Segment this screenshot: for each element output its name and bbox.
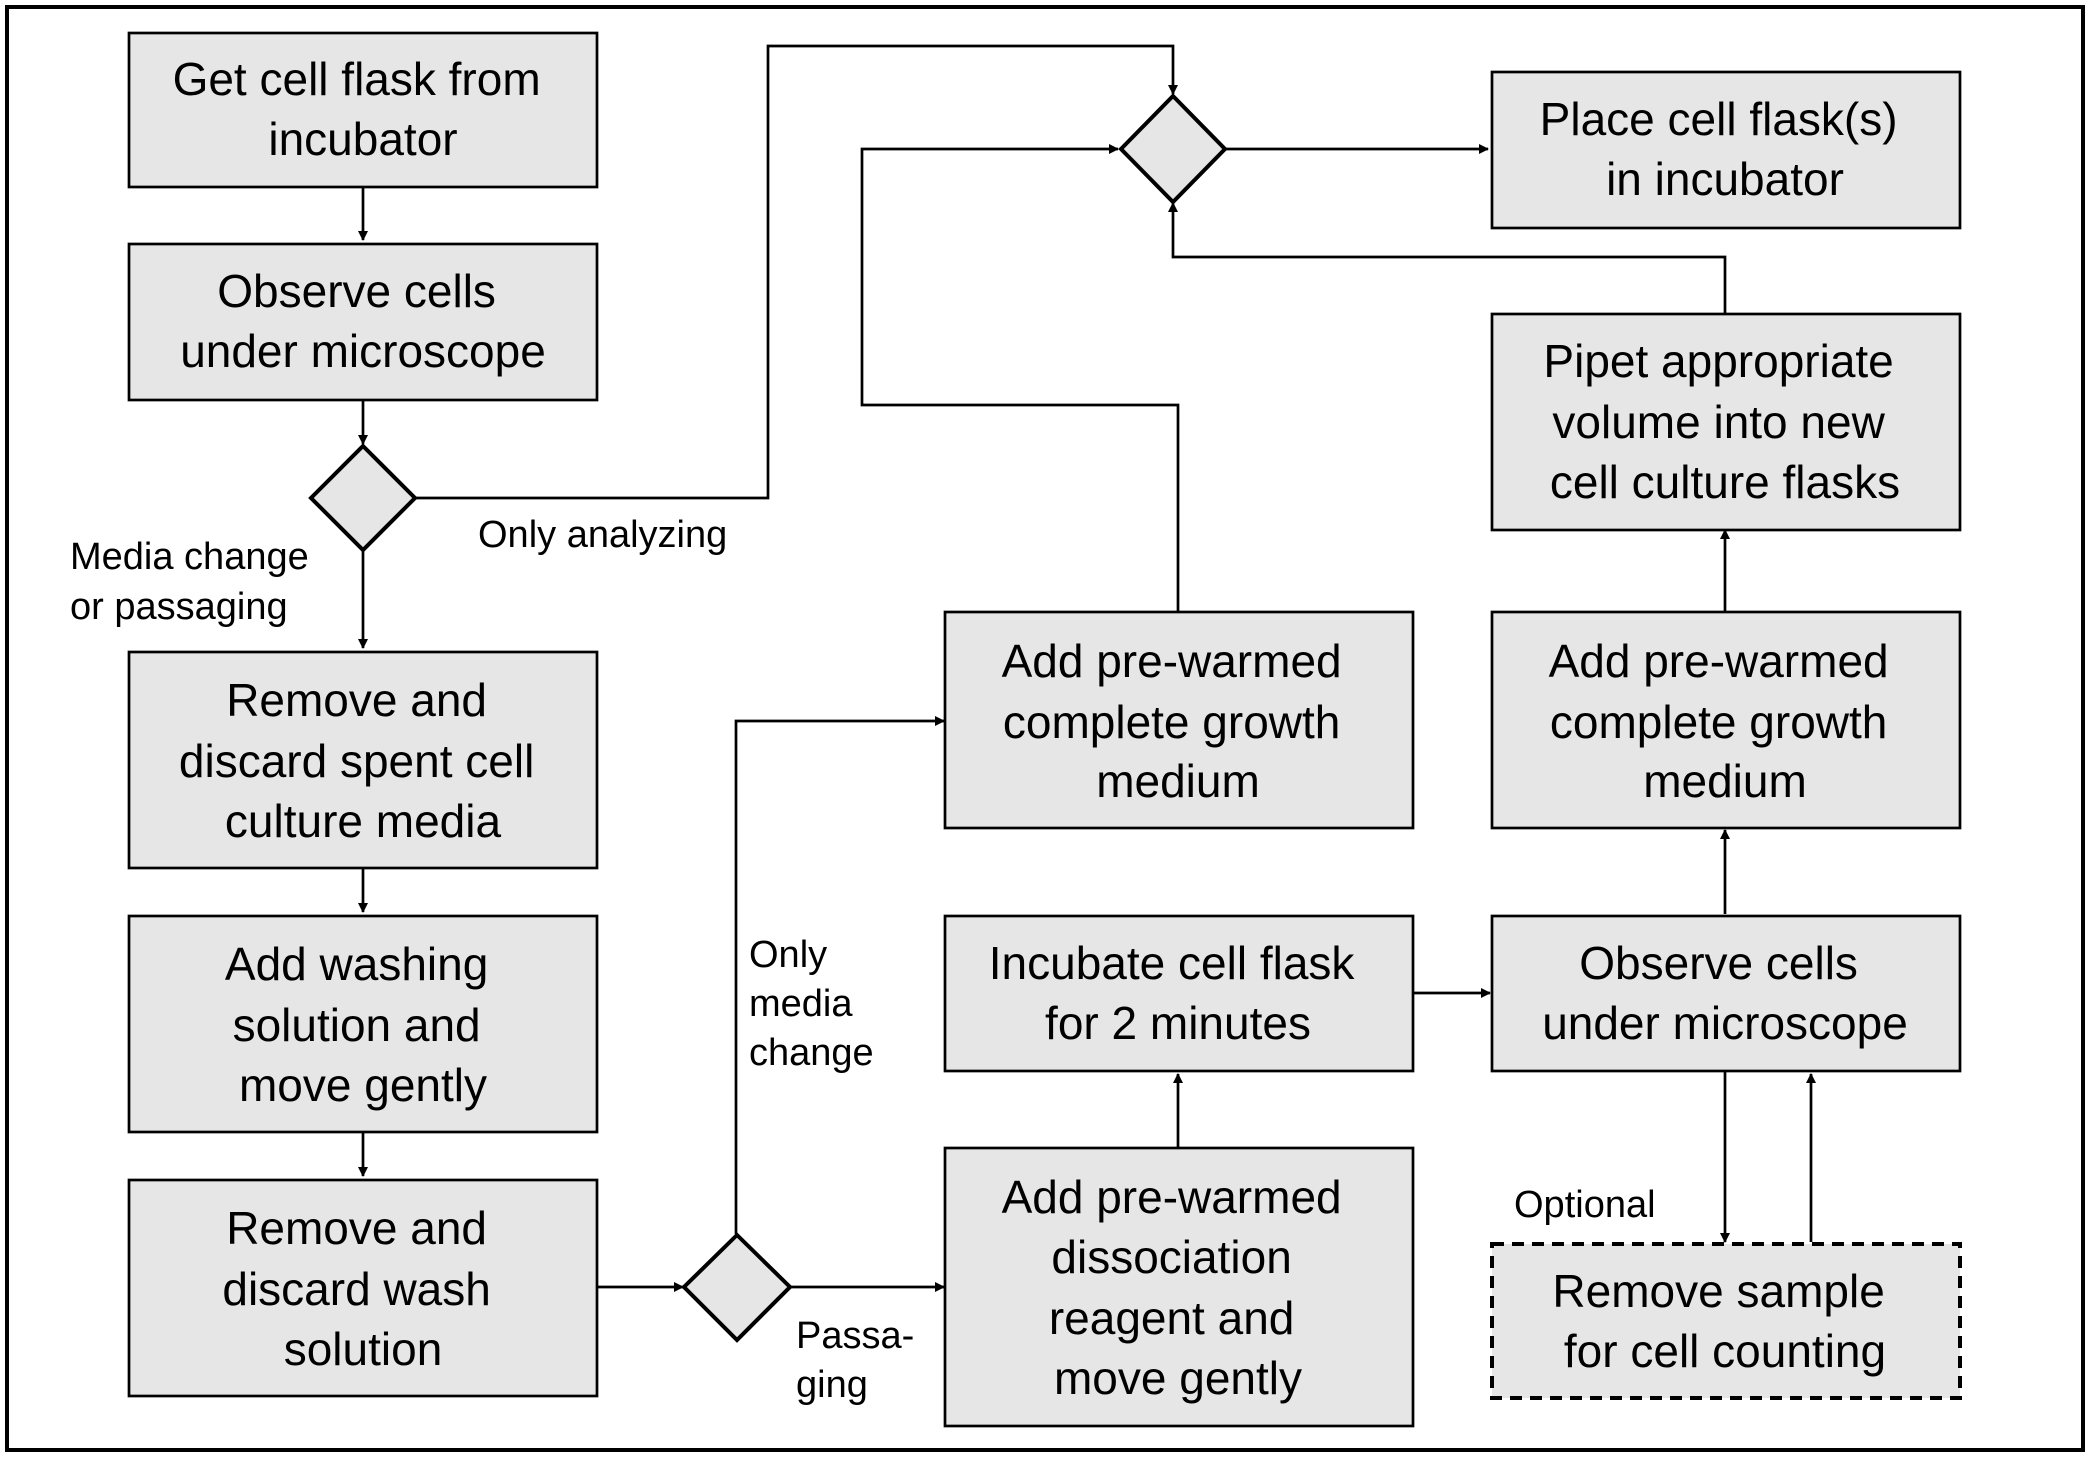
- edges: [358, 44, 1816, 1292]
- node-pipet: Pipet appropriate volume into new cell c…: [1490, 312, 1962, 532]
- node-add-dissociation: Add pre-warmed dissociation reagent and …: [943, 1146, 1415, 1428]
- node-add-washing-text: Add washing solution and move gently: [225, 938, 501, 1111]
- node-remove-wash: Remove and discard wash solution: [127, 1178, 599, 1398]
- edge-decision1-to-decision2: [415, 44, 1178, 500]
- node-add-growth-medium-2: Add pre-warmed complete growth medium: [1490, 610, 1962, 830]
- edge-pipet-to-decision2: [1168, 202, 1727, 314]
- label-passaging: Passa- ging: [796, 1315, 925, 1406]
- node-remove-sample-text: Remove sample for cell counting: [1552, 1265, 1897, 1377]
- decision-analyze-or-change: [308, 443, 418, 553]
- node-observe-cells-1: Observe cells under microscope: [127, 242, 599, 402]
- node-add-growth-medium-2-text: Add pre-warmed complete growth medium: [1549, 635, 1902, 807]
- node-place-flask-text: Place cell flask(s) in incubator: [1540, 93, 1911, 205]
- node-remove-media-text: Remove and discard spent cell culture me…: [179, 674, 547, 847]
- node-remove-media: Remove and discard spent cell culture me…: [127, 650, 599, 870]
- edge-decision3-to-add-growth1: [734, 716, 945, 1234]
- decision-merge-to-incubator: [1118, 93, 1228, 205]
- node-pipet-text: Pipet appropriate volume into new cell c…: [1543, 335, 1906, 508]
- node-add-dissociation-text: Add pre-warmed dissociation reagent and …: [1002, 1171, 1355, 1404]
- node-observe-cells-1-text: Observe cells under microscope: [180, 265, 546, 377]
- node-incubate-text: Incubate cell flask for 2 minutes: [989, 937, 1367, 1049]
- node-observe-cells-2-text: Observe cells under microscope: [1542, 937, 1908, 1049]
- decision-media-or-passaging: [681, 1232, 793, 1343]
- node-remove-sample: Remove sample for cell counting: [1490, 1242, 1962, 1400]
- node-observe-cells-2: Observe cells under microscope: [1490, 914, 1962, 1073]
- label-only-media-change: Only media change: [749, 934, 874, 1074]
- node-remove-wash-text: Remove and discard wash solution: [222, 1202, 503, 1375]
- node-add-growth-medium-1: Add pre-warmed complete growth medium: [943, 610, 1415, 830]
- label-media-change-or-passaging: Media change or passaging: [70, 536, 319, 628]
- node-add-growth-medium-1-text: Add pre-warmed complete growth medium: [1002, 635, 1355, 807]
- label-optional: Optional: [1514, 1184, 1656, 1226]
- label-only-analyzing: Only analyzing: [478, 514, 727, 556]
- node-get-flask: Get cell flask from incubator: [127, 31, 599, 189]
- node-get-flask-text: Get cell flask from incubator: [173, 53, 554, 165]
- edge-add-growth1-to-decision2: [860, 144, 1180, 612]
- node-incubate: Incubate cell flask for 2 minutes: [943, 914, 1415, 1073]
- diagram-frame: [5, 5, 2085, 1452]
- node-add-washing: Add washing solution and move gently: [127, 914, 599, 1134]
- node-place-flask: Place cell flask(s) in incubator: [1490, 70, 1962, 230]
